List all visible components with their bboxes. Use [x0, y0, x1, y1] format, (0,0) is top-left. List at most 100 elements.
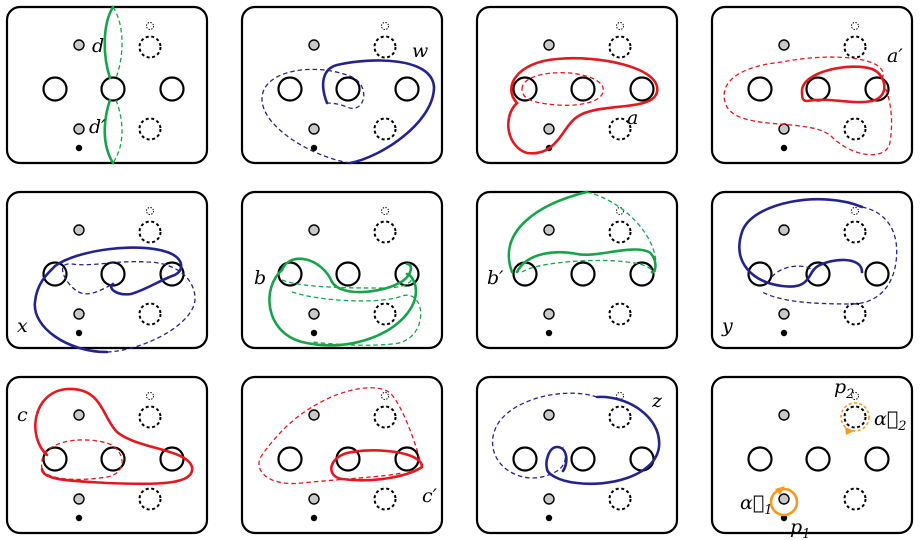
panel-4: a′ [710, 5, 914, 165]
panel-2: w [240, 5, 444, 165]
label-d-prime: d′ [89, 116, 106, 138]
dotted-circle [843, 35, 867, 59]
puncture-point [310, 514, 318, 522]
loop-alpha2 [840, 402, 870, 432]
label-z: z [651, 390, 663, 412]
boundary-circle [629, 446, 655, 472]
curve-c-prime-dashed [258, 387, 423, 485]
dotted-circle [373, 35, 397, 59]
curve-b-upper-solid [280, 257, 413, 294]
boundary-circle [512, 76, 538, 102]
puncture-point [545, 329, 553, 337]
boundary-circle [805, 261, 831, 287]
marked-point [778, 123, 790, 135]
boundary-circle [42, 446, 68, 472]
marked-point [73, 224, 85, 236]
small-dotted-circle [616, 392, 624, 400]
panel-8: y [710, 190, 914, 350]
panel-10: c′ [240, 375, 444, 535]
marked-point [778, 224, 790, 236]
dotted-circle [608, 220, 632, 244]
panel-9: c [5, 375, 209, 535]
boundary-circle [335, 261, 361, 287]
puncture-point [780, 329, 788, 337]
curve-b-prime-inner-solid [515, 248, 657, 274]
label-d: d [92, 35, 104, 57]
marked-point [308, 493, 320, 505]
boundary-circle [805, 446, 831, 472]
puncture-point [780, 514, 788, 522]
boundary-circle [864, 446, 890, 472]
label-p2: p2 [834, 376, 854, 402]
panel-5: x [5, 190, 209, 354]
boundary-circle [100, 76, 126, 102]
boundary-circle [159, 76, 185, 102]
curve-a-prime-dashed [723, 56, 893, 156]
curve-w-dashed [261, 68, 365, 164]
marked-point [73, 409, 85, 421]
curve-b-prime-outer-solid [507, 190, 589, 274]
puncture-point [75, 144, 83, 152]
dotted-circle [373, 487, 397, 511]
marked-point [308, 224, 320, 236]
curve-c-solid [34, 387, 194, 486]
boundary-circle [570, 446, 596, 472]
curve-b-dashed-1 [281, 276, 413, 289]
marked-point [543, 39, 555, 51]
marked-point [73, 123, 85, 135]
marked-point [73, 308, 85, 320]
panel-6: b [240, 190, 444, 350]
small-dotted-circle [381, 207, 389, 215]
marked-point [778, 493, 790, 505]
boundary-circle [747, 446, 773, 472]
small-dotted-circle [146, 207, 154, 215]
curve-b-prime-dashed-2 [521, 259, 654, 275]
label-w: w [412, 40, 428, 62]
loop-alpha1 [769, 487, 799, 517]
boundary-circle [100, 261, 126, 287]
small-dotted-circle [146, 392, 154, 400]
arrowhead-alpha2 [845, 427, 854, 435]
curve-c-dashed [41, 439, 123, 481]
marked-point [73, 493, 85, 505]
marked-point [543, 308, 555, 320]
curve-a-solid [507, 57, 659, 155]
curve-b-lower-solid [268, 268, 418, 347]
marked-point [543, 409, 555, 421]
boundary-circle [629, 261, 655, 287]
dotted-circle [843, 117, 867, 141]
boundary-circle [42, 76, 68, 102]
boundary-circle [394, 76, 420, 102]
boundary-circle [277, 76, 303, 102]
panel-7: b′ [475, 190, 679, 350]
label-b: b [254, 267, 266, 289]
curve-x-solid [33, 246, 183, 354]
panel-1: d d′ [5, 5, 209, 165]
marked-point [778, 308, 790, 320]
dotted-circle [843, 487, 867, 511]
dotted-circle [138, 487, 162, 511]
dotted-circle [843, 302, 867, 326]
boundary-circle [512, 261, 538, 287]
boundary-circle [570, 76, 596, 102]
marked-point [778, 409, 790, 421]
puncture-point [75, 514, 83, 522]
dotted-circle [138, 302, 162, 326]
label-p1: p1 [790, 516, 810, 540]
dotted-circle [373, 405, 397, 429]
label-alpha1: α⃗1 [740, 492, 773, 518]
arrowhead-alpha1 [775, 486, 785, 495]
panel-12: p2 α⃗2 α⃗1 p1 [710, 375, 914, 540]
label-y: y [721, 315, 733, 337]
dotted-circle [138, 405, 162, 429]
marked-point [543, 224, 555, 236]
dotted-circle [608, 405, 632, 429]
curve-b-prime-dashed-1 [586, 191, 657, 273]
boundary-circle [100, 446, 126, 472]
dotted-circle [138, 35, 162, 59]
dotted-circle [373, 302, 397, 326]
boundary-circle [570, 261, 596, 287]
boundary-circle [335, 76, 361, 102]
label-alpha2: α⃗2 [874, 408, 907, 434]
